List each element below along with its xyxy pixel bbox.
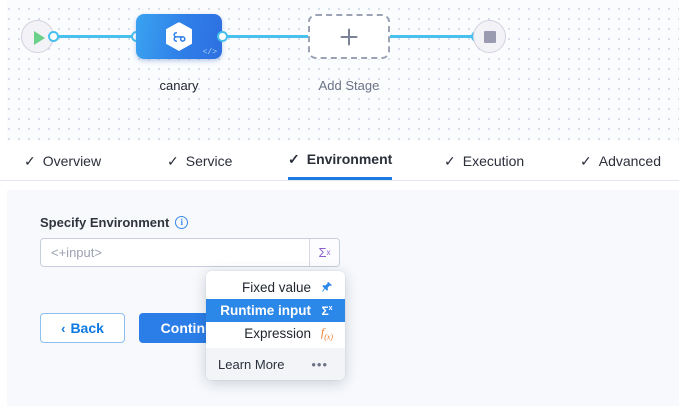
connector-addstage-to-end [390,35,476,38]
canvas-left-edge [0,0,7,141]
dropdown-item-label: Runtime input [220,303,311,318]
connector-dot-canary-out [217,31,228,42]
dropdown-item-fixed-value[interactable]: Fixed value [206,276,345,299]
dropdown-item-expression[interactable]: Expression f(x) [206,322,345,345]
connector-dot-start-out [48,31,59,42]
check-icon: ✓ [580,152,592,169]
info-icon[interactable]: i [175,216,189,229]
dropdown-options: Fixed value Runtime input Σx Expression … [206,271,345,348]
harness-hexagon-icon [166,22,192,51]
pipeline-canvas[interactable]: </> canary Add Stage [0,0,679,141]
connector-canary-to-addstage [222,35,308,38]
tab-execution[interactable]: ✓ Execution [444,141,524,180]
panel-gap [0,181,679,190]
environment-input[interactable] [41,239,309,266]
dropdown-item-label: Fixed value [241,280,311,295]
connector-start-to-canary [52,35,136,38]
sigma-icon: Σ [318,245,327,260]
tab-label: Environment [306,151,393,167]
dropdown-item-runtime-input[interactable]: Runtime input Σx [206,299,345,322]
tab-label: Overview [42,152,102,169]
learn-more-label: Learn More [218,356,285,372]
check-icon: ✓ [167,152,179,169]
sigma-x-icon: Σx [321,303,333,318]
tab-overview[interactable]: ✓ Overview [24,141,101,180]
add-stage-node[interactable] [308,14,390,59]
fx-icon: f(x) [320,324,334,342]
pin-icon [320,281,334,295]
tab-label: Execution [462,152,525,169]
learn-more-row[interactable]: Learn More ••• [206,348,345,380]
tab-environment[interactable]: ✓ Environment [288,141,393,180]
check-icon: ✓ [444,152,456,169]
end-node[interactable] [473,20,506,53]
check-icon: ✓ [24,152,36,169]
tab-label: Service [185,152,233,169]
input-type-dropdown-menu[interactable]: Fixed value Runtime input Σx Expression … [206,271,345,380]
tab-advanced[interactable]: ✓ Advanced [580,141,661,180]
play-icon [34,30,45,45]
stage-label-canary: canary [159,78,199,93]
dropdown-item-label: Expression [244,326,311,341]
code-badge-icon: </> [202,48,217,57]
chevron-left-icon: ‹ [61,320,66,336]
tab-label: Advanced [598,152,662,169]
panel-left-rail [0,190,7,406]
specify-environment-label: Specify Environment i [40,215,189,230]
tab-service[interactable]: ✓ Service [167,141,232,180]
stage-node-canary[interactable]: </> [136,14,222,59]
stage-tabs: ✓ Overview ✓ Service ✓ Environment ✓ Exe… [0,141,679,181]
sigma-sup: x [326,248,331,257]
check-icon: ✓ [288,151,300,167]
back-button-label: Back [70,320,104,336]
add-stage-label: Add Stage [318,78,380,93]
environment-input-wrapper[interactable]: Σx [40,238,340,267]
ellipsis-icon[interactable]: ••• [311,356,328,372]
back-button[interactable]: ‹ Back [40,313,125,343]
stop-icon [484,31,496,43]
field-label-text: Specify Environment [40,215,170,230]
